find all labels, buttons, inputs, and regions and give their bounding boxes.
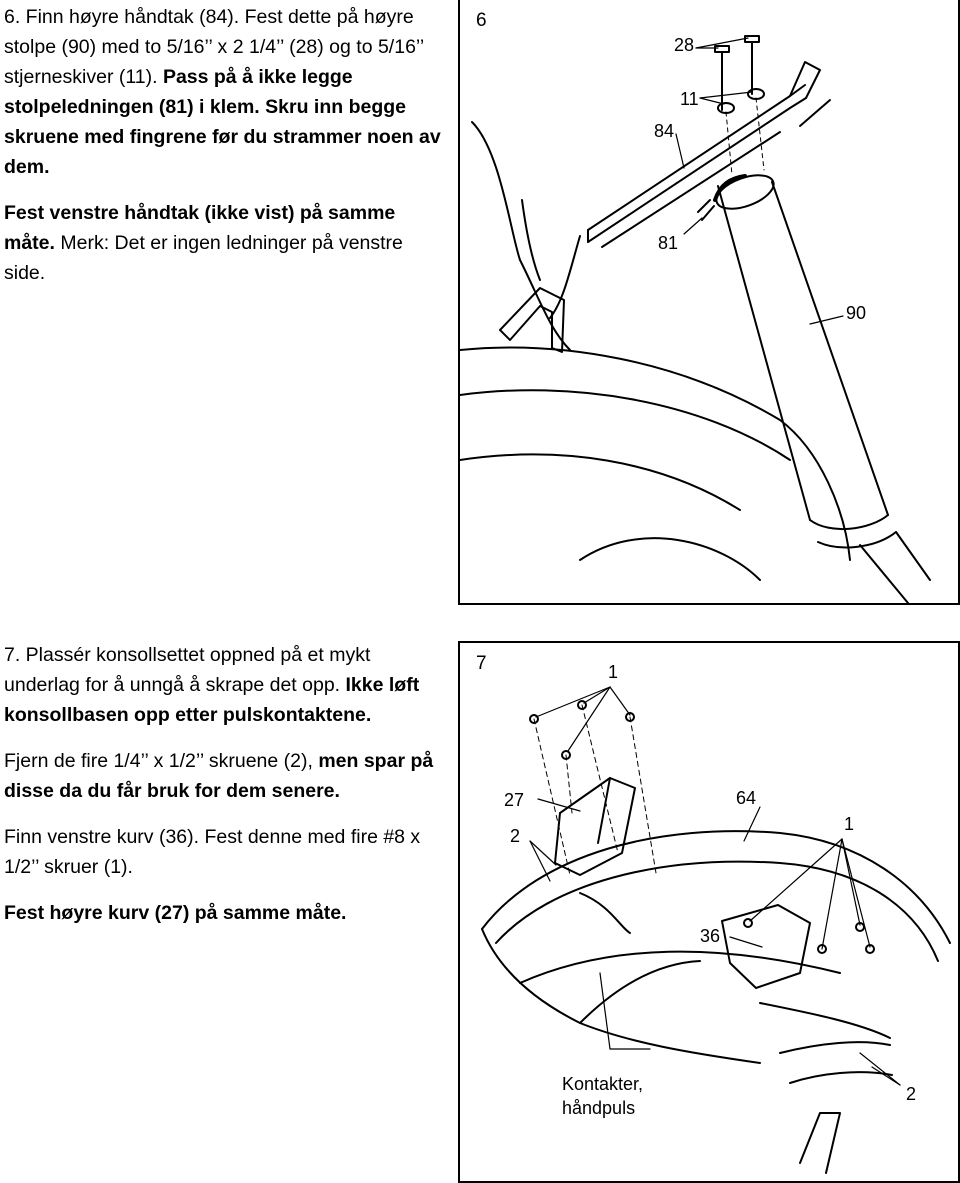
label-27: 27 [504,790,525,810]
label-kontakter-line-1: Kontakter, [562,1074,644,1094]
step-7-paragraph-3: Finn venstre kurv (36). Fest denne med f… [4,822,444,882]
step-6-paragraph-1: 6. Finn høyre håndtak (84). Fest dette p… [4,2,444,182]
label-2-left: 2 [510,826,521,846]
step-6-left-handle-note: Fest venstre håndtak (ikke vist) på samm… [4,202,396,254]
label-64: 64 [736,788,757,808]
label-81: 81 [658,233,679,253]
label-90: 90 [846,303,867,323]
step-7-warning: Ikke løft konsollbasen opp etter pulskon… [4,674,420,726]
step-7-keep-screws: men spar på disse da du får bruk for dem… [4,750,434,802]
step-6-text: 6. Finn høyre håndtak (84). Fest dette p… [4,6,424,88]
label-kontakter-line-2: håndpuls [562,1098,636,1118]
figure-7-illustration [481,686,951,1174]
figure-6-number: 6 [476,10,487,31]
label-84: 84 [654,121,675,141]
step-7-text: 7. Plassér konsollsettet oppned på et my… [4,644,371,696]
step-6-warning: Pass på å ikke legge stolpeledningen (81… [4,66,441,178]
step-6-instructions: 6. Finn høyre håndtak (84). Fest dette p… [4,2,444,304]
figure-6-panel: 6 28 11 84 81 90 [458,0,960,605]
label-1-top: 1 [608,662,619,682]
step-7-instructions: 7. Plassér konsollsettet oppned på et my… [4,640,444,944]
step-6-paragraph-2: Fest venstre håndtak (ikke vist) på samm… [4,198,444,288]
label-1-right: 1 [844,814,855,834]
step-7-paragraph-2: Fjern de fire 1/4’’ x 1/2’’ skruene (2),… [4,746,444,806]
step-7-paragraph-1: 7. Plassér konsollsettet oppned på et my… [4,640,444,730]
figure-6-illustration [460,35,931,603]
step-6-wiring-note: Merk: Det er ingen ledninger på venstre … [4,232,403,284]
label-2-bottom: 2 [906,1084,917,1104]
figure-7-number: 7 [476,653,487,674]
step-7-right-basket: Fest høyre kurv (27) på samme måte. [4,902,347,924]
step-7-paragraph-4: Fest høyre kurv (27) på samme måte. [4,898,444,928]
step-7-remove-screws: Fjern de fire 1/4’’ x 1/2’’ skruene (2), [4,750,319,772]
label-28: 28 [674,35,695,55]
label-36: 36 [700,926,721,946]
label-11: 11 [680,89,699,109]
figure-7-panel: 7 1 27 2 64 1 36 Kontakter, håndpuls 2 [458,641,960,1183]
step-7-left-basket: Finn venstre kurv (36). Fest denne med f… [4,826,421,878]
